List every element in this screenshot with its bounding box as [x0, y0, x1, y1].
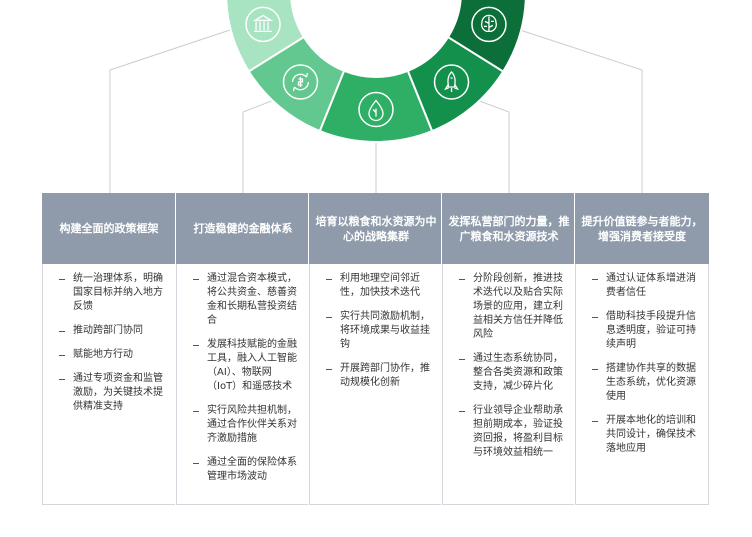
pillar-list: 统一治理体系，明确国家目标并纳入地方反馈推动跨部门协同赋能地方行动通过专项资金和…	[57, 272, 165, 414]
pillar-list: 通过混合资本模式，将公共资金、慈善资金和长期私营投资结合发展科技赋能的金融工具，…	[191, 272, 299, 484]
pillar-header-3: 培育以粮食和水资源为中心的战略集群	[309, 193, 443, 264]
list-item: 实行共同激励机制，将环境成果与收益挂钩	[324, 310, 432, 352]
list-item: 通过生态系统协同，整合各类资源和政策支持，减少碎片化	[457, 352, 565, 394]
list-item: 统一治理体系，明确国家目标并纳入地方反馈	[57, 272, 165, 314]
pillar-header-5: 提升价值链参与者能力，增强消费者接受度	[575, 193, 709, 264]
column-separator	[441, 193, 442, 505]
list-item: 实行风险共担机制，通过合作伙伴关系对齐激励措施	[191, 404, 299, 446]
ring-icons	[245, 6, 507, 128]
brain-chip-icon	[471, 6, 507, 43]
list-item: 开展本地化的培训和共同设计，确保技术落地应用	[590, 414, 698, 456]
pillar-header-4: 发挥私营部门的力量，推广粮食和水资源技术	[442, 193, 576, 264]
list-item: 通过认证体系增进消费者信任	[590, 272, 698, 300]
recycle-dollar-icon	[282, 64, 319, 100]
rocket-icon	[433, 64, 470, 100]
list-item: 借助科技手段提升信息透明度，验证可持续声明	[590, 310, 698, 352]
ring-diagram	[109, 0, 643, 193]
ring-segment-5	[446, 0, 527, 73]
list-item: 利用地理空间邻近性，加快技术迭代	[324, 272, 432, 300]
list-item: 发展科技赋能的金融工具，融入人工智能（AI）、物联网（IoT）和遥感技术	[191, 338, 299, 394]
connector-line-5	[519, 29, 643, 193]
pillar-list: 分阶段创新，推进技术迭代以及贴合实际场景的应用，建立利益相关方信任并降低风险通过…	[457, 272, 565, 460]
column-separator	[574, 193, 575, 505]
list-item: 开展跨部门协作，推动规模化创新	[324, 362, 432, 390]
pillar-body-1: 统一治理体系，明确国家目标并纳入地方反馈推动跨部门协同赋能地方行动通过专项资金和…	[42, 264, 176, 505]
list-item: 通过全面的保险体系管理市场波动	[191, 456, 299, 484]
connector-line-1	[109, 29, 231, 193]
list-item: 推动跨部门协同	[57, 324, 165, 338]
list-item: 搭建协作共享的数据生态系统，优化资源使用	[590, 362, 698, 404]
pillar-list: 通过认证体系增进消费者信任借助科技手段提升信息透明度，验证可持续声明搭建协作共享…	[590, 272, 698, 456]
pillar-list: 利用地理空间邻近性，加快技术迭代实行共同激励机制，将环境成果与收益挂钩开展跨部门…	[324, 272, 432, 390]
list-item: 通过专项资金和监管激励，为关键技术提供精准支持	[57, 372, 165, 414]
column-separator	[175, 193, 176, 505]
pillar-body-5: 通过认证体系增进消费者信任借助科技手段提升信息透明度，验证可持续声明搭建协作共享…	[575, 264, 709, 505]
pillar-body-4: 分阶段创新，推进技术迭代以及贴合实际场景的应用，建立利益相关方信任并降低风险通过…	[442, 264, 576, 505]
bank-icon	[245, 6, 281, 43]
pillar-header-1: 构建全面的政策框架	[42, 193, 176, 264]
pillar-body-3: 利用地理空间邻近性，加快技术迭代实行共同激励机制，将环境成果与收益挂钩开展跨部门…	[309, 264, 443, 505]
column-separator	[308, 193, 309, 505]
list-item: 赋能地方行动	[57, 348, 165, 362]
pillar-body-2: 通过混合资本模式，将公共资金、慈善资金和长期私营投资结合发展科技赋能的金融工具，…	[176, 264, 310, 505]
water-leaf-icon	[358, 91, 394, 128]
list-item: 行业领导企业帮助承担前期成本，验证投资回报，将盈利目标与环境效益相统一	[457, 404, 565, 460]
list-item: 通过混合资本模式，将公共资金、慈善资金和长期私营投资结合	[191, 272, 299, 328]
pillar-header-2: 打造稳健的金融体系	[176, 193, 310, 264]
list-item: 分阶段创新，推进技术迭代以及贴合实际场景的应用，建立利益相关方信任并降低风险	[457, 272, 565, 342]
